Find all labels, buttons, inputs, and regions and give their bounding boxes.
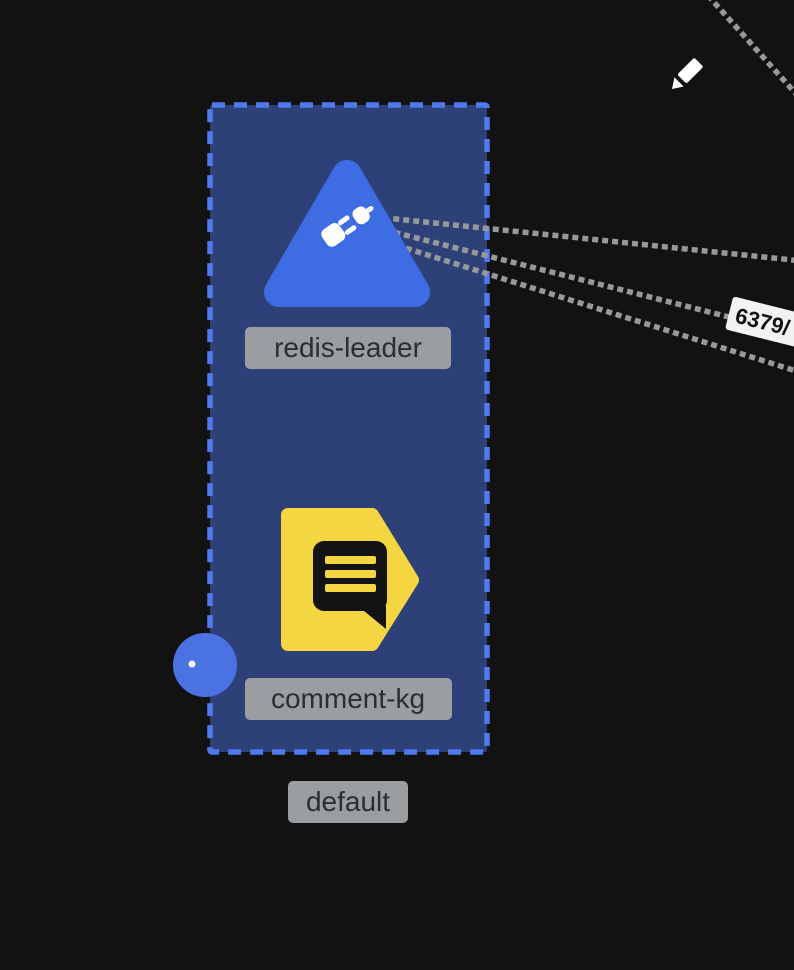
namespace-label: default — [306, 786, 390, 817]
plug-icon — [321, 206, 374, 247]
edge-dotted-line-top-right — [708, 0, 794, 96]
edge-dotted-line — [392, 215, 794, 263]
node-label: redis-leader — [274, 332, 422, 363]
node-redis-leader[interactable]: redis-leader — [245, 160, 451, 369]
connector-circle[interactable] — [173, 633, 237, 697]
namespace-label-pill — [288, 781, 408, 823]
port-label-pill — [725, 296, 794, 350]
node-label-pill — [245, 678, 452, 720]
namespace-label-group[interactable]: default — [288, 781, 408, 823]
node-comment-kg[interactable]: comment-kg — [245, 508, 452, 720]
edge-dotted-line — [393, 229, 794, 337]
edge-port-label[interactable]: 6379/ — [725, 296, 794, 350]
edge-dotted-line — [395, 242, 794, 374]
node-label: comment-kg — [271, 683, 425, 714]
connector-endpoint[interactable] — [173, 633, 237, 697]
connector-dot — [188, 660, 196, 668]
comment-icon — [313, 541, 387, 629]
edges-group — [392, 0, 794, 374]
node-label-pill — [245, 327, 451, 369]
pencil-icon[interactable] — [667, 58, 703, 94]
